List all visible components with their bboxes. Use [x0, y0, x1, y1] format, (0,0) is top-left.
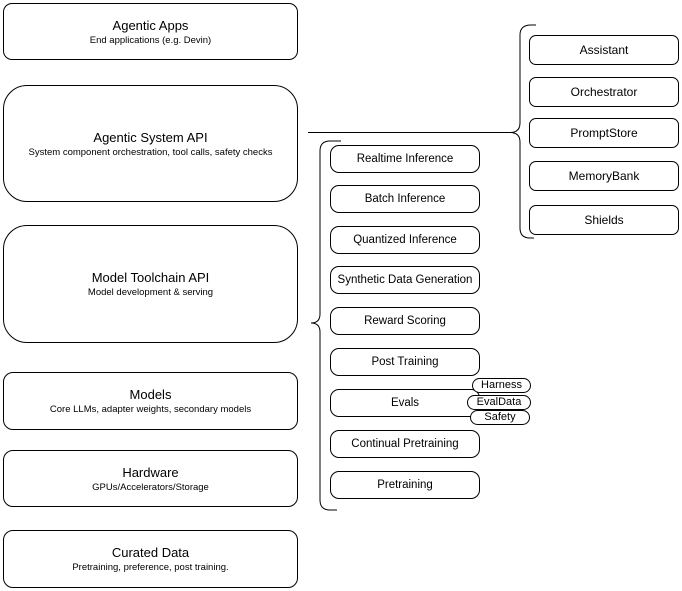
evals-tag-evaldata: EvalData — [467, 395, 531, 410]
box-title: Models — [129, 387, 172, 402]
component-box-memorybank: MemoryBank — [529, 161, 679, 191]
box-models: Models Core LLMs, adapter weights, secon… — [3, 372, 298, 430]
box-curated-data: Curated Data Pretraining, preference, po… — [3, 530, 298, 588]
evals-tag-harness: Harness — [472, 378, 531, 393]
system-components-bracket — [509, 24, 536, 239]
service-box-evals: Evals — [330, 389, 480, 417]
box-subtitle: GPUs/Accelerators/Storage — [92, 481, 209, 493]
service-box-synthetic-data-generation: Synthetic Data Generation — [330, 266, 480, 294]
service-box-continual-pretraining: Continual Pretraining — [330, 430, 480, 458]
evals-tag-safety: Safety — [470, 410, 530, 425]
box-hardware: Hardware GPUs/Accelerators/Storage — [3, 450, 298, 507]
service-box-post-training: Post Training — [330, 348, 480, 376]
service-box-quantized-inference: Quantized Inference — [330, 226, 480, 254]
service-box-pretraining: Pretraining — [330, 471, 480, 499]
box-subtitle: End applications (e.g. Devin) — [89, 34, 212, 46]
box-title: Model Toolchain API — [91, 270, 210, 285]
component-box-orchestrator: Orchestrator — [529, 77, 679, 107]
box-model-toolchain-api: Model Toolchain API Model development & … — [3, 225, 298, 343]
service-box-realtime-inference: Realtime Inference — [330, 145, 480, 173]
service-box-reward-scoring: Reward Scoring — [330, 307, 480, 335]
box-subtitle: Model development & serving — [87, 287, 214, 298]
component-box-assistant: Assistant — [529, 35, 679, 65]
box-title: Hardware — [122, 464, 179, 480]
box-subtitle: Core LLMs, adapter weights, secondary mo… — [49, 404, 252, 415]
box-title: Agentic System API — [93, 129, 208, 145]
service-box-batch-inference: Batch Inference — [330, 185, 480, 213]
box-title: Curated Data — [111, 545, 190, 560]
toolchain-services-bracket — [310, 140, 341, 511]
component-box-shields: Shields — [529, 205, 679, 235]
box-subtitle: Pretraining, preference, post training. — [72, 562, 229, 573]
box-agentic-system-api: Agentic System API System component orch… — [3, 85, 298, 202]
box-agentic-apps: Agentic Apps End applications (e.g. Devi… — [3, 3, 298, 60]
component-box-promptstore: PromptStore — [529, 118, 679, 148]
box-title: Agentic Apps — [112, 17, 189, 33]
box-subtitle: System component orchestration, tool cal… — [28, 146, 273, 158]
